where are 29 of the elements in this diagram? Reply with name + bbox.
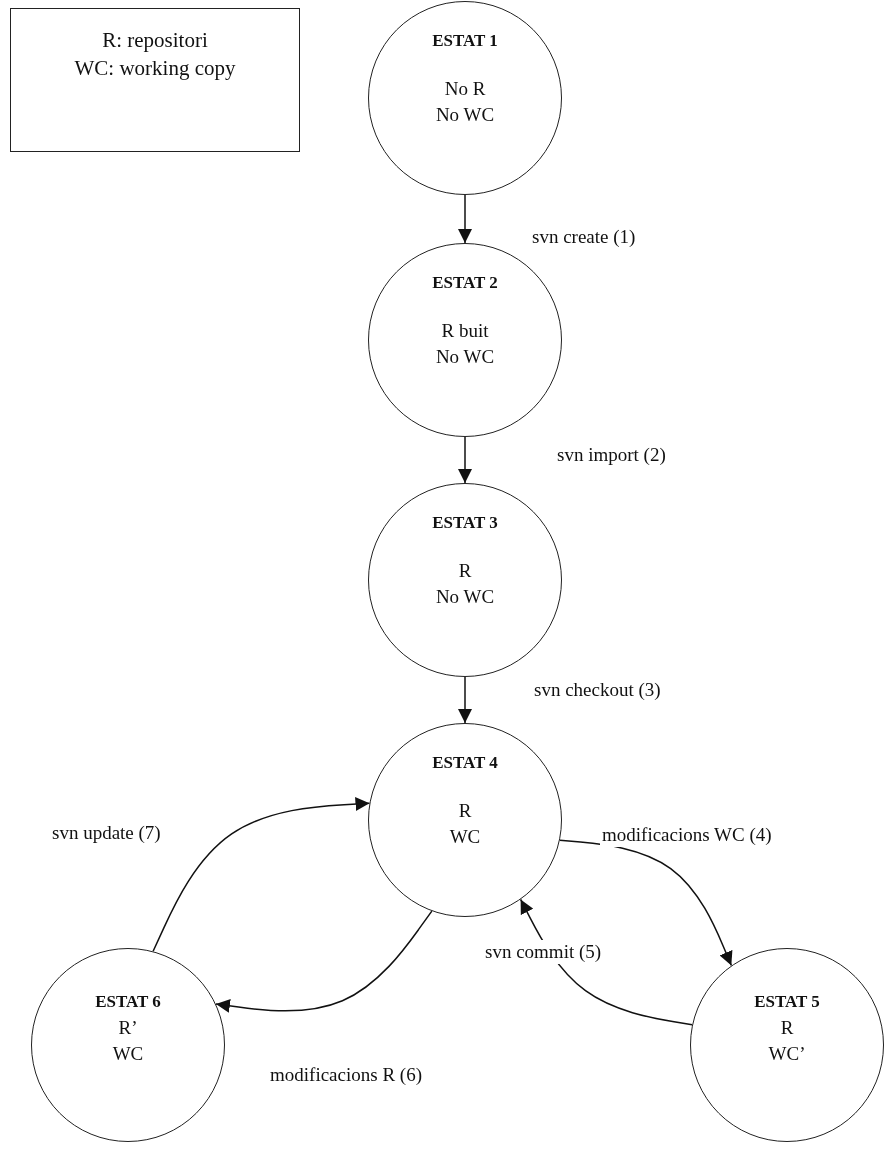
state-text: WC <box>449 825 481 849</box>
arrow <box>458 194 472 244</box>
state-text: No WC <box>435 585 495 609</box>
key-box <box>10 8 300 152</box>
state-title: ESTAT 1 <box>432 30 498 52</box>
state-title: ESTAT 2 <box>432 272 498 294</box>
state-text: R <box>458 799 472 823</box>
state-title: ESTAT 6 <box>95 991 161 1013</box>
arrow <box>152 797 371 953</box>
arrow <box>519 898 693 1026</box>
state-text: R buit <box>441 319 489 343</box>
key-text: R: repositori <box>102 27 208 53</box>
state-title: ESTAT 4 <box>432 752 498 774</box>
state-text: R’ <box>118 1016 138 1040</box>
state-text: No R <box>444 77 486 101</box>
state-text: WC <box>112 1042 144 1066</box>
arrow <box>458 676 472 724</box>
arrow <box>215 910 433 1013</box>
state-title: ESTAT 3 <box>432 512 498 534</box>
state-text: No WC <box>435 345 495 369</box>
arrow <box>559 839 733 967</box>
state-text: No WC <box>435 103 495 127</box>
arrow <box>458 436 472 484</box>
state-title: ESTAT 5 <box>754 991 820 1013</box>
state-text: R <box>458 559 472 583</box>
state-text: WC’ <box>768 1042 806 1066</box>
key-text: WC: working copy <box>74 55 236 81</box>
state-text: R <box>780 1016 794 1040</box>
edge-label: svn commit (5) <box>483 940 604 964</box>
